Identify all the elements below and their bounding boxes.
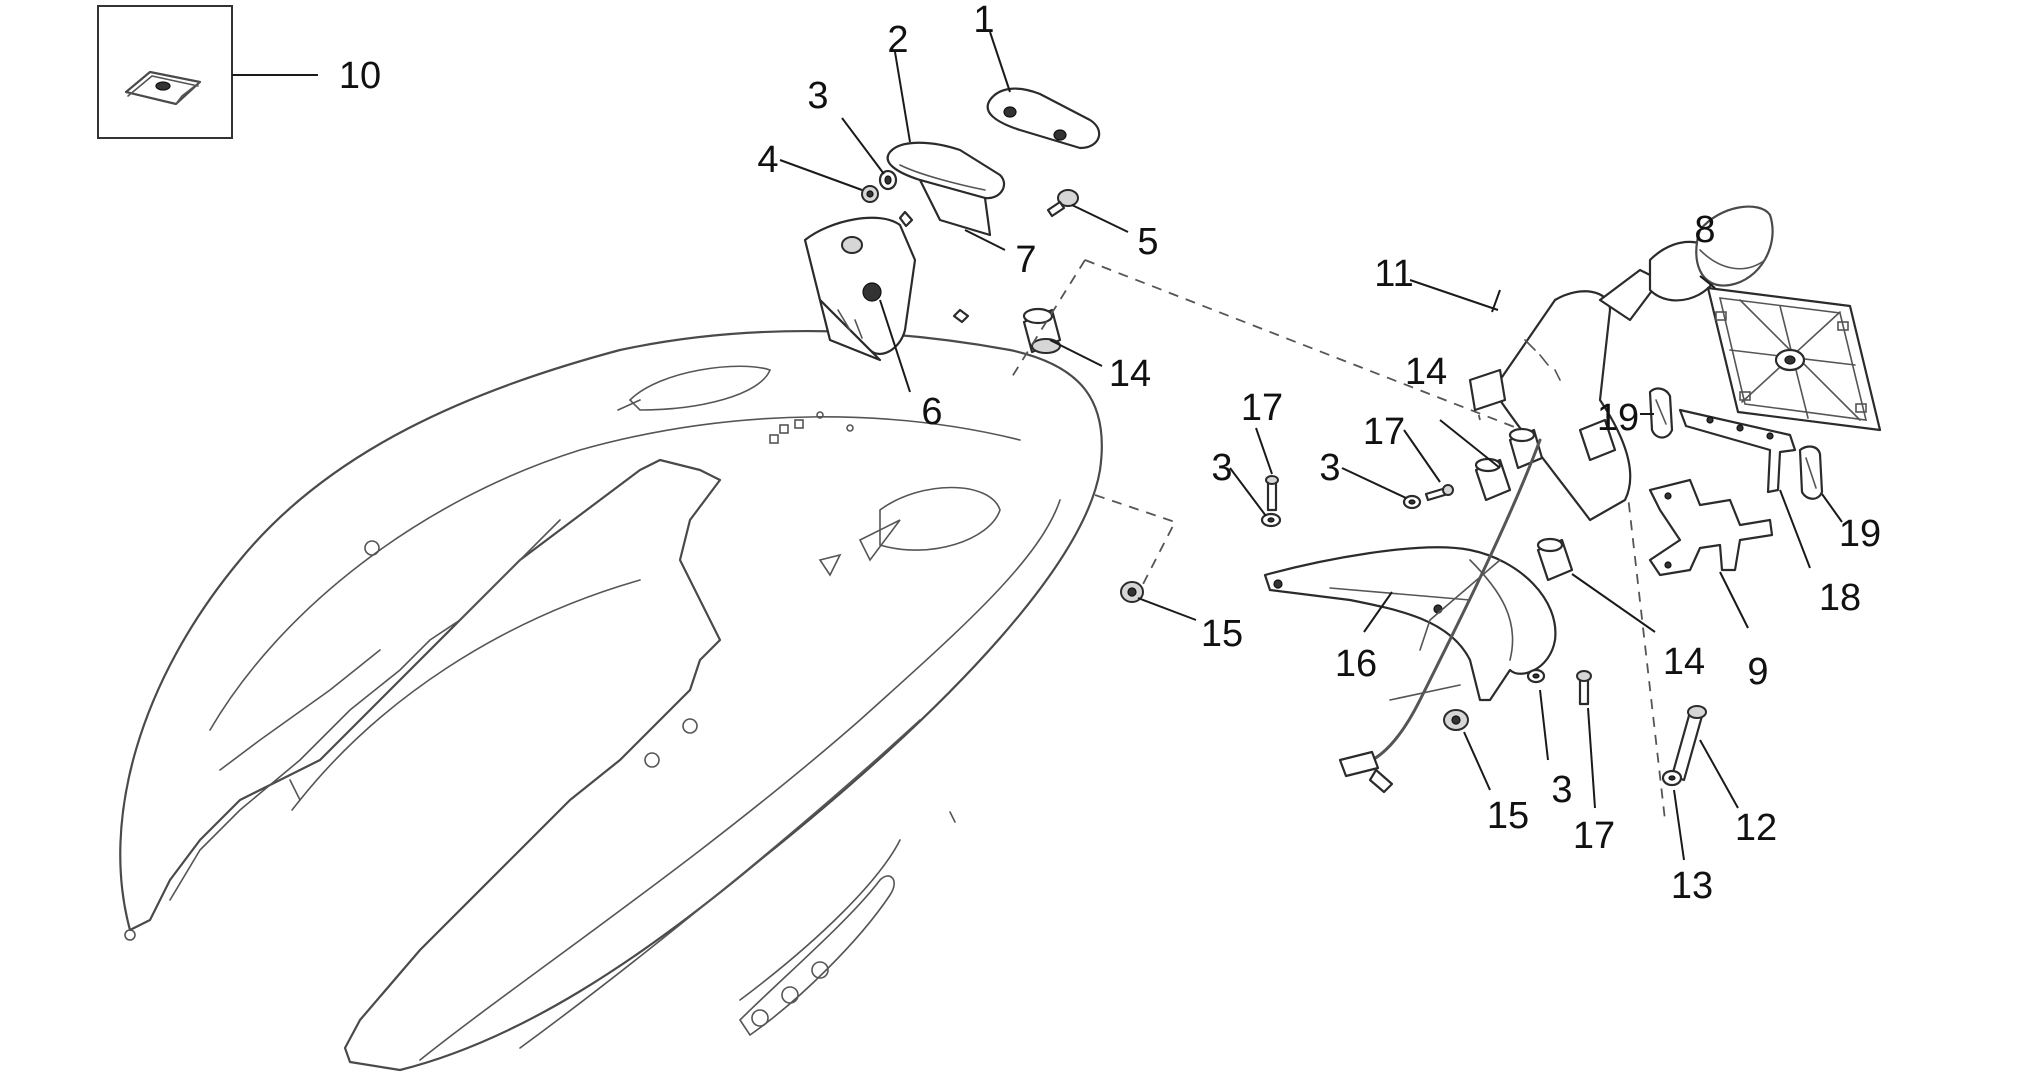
callout-3-left: 3 — [1211, 447, 1232, 489]
callout-14-top: 14 — [1109, 353, 1151, 395]
callout-2: 2 — [887, 19, 908, 61]
part-6-7-bracket — [803, 210, 970, 362]
part-17-screws-lower — [1265, 475, 1592, 706]
callout-17-right: 17 — [1573, 815, 1615, 857]
callout-10: 10 — [339, 55, 381, 97]
leader-lines — [779, 31, 1843, 861]
part-12-bolt — [1670, 705, 1707, 782]
callout-5: 5 — [1137, 221, 1158, 263]
part-3-washers-lower — [1260, 494, 1546, 684]
callout-14-right: 14 — [1663, 641, 1705, 683]
part-16-subframe — [1263, 546, 1557, 702]
callout-16: 16 — [1335, 643, 1377, 685]
callout-3-right: 3 — [1551, 769, 1572, 811]
part-14-spacers-right — [1474, 427, 1574, 582]
part-15-nut-left — [1120, 581, 1144, 603]
rear-body-fairing — [119, 329, 1103, 1072]
callout-1: 1 — [973, 0, 994, 41]
part-5-screw — [1046, 189, 1079, 218]
callout-17-mid: 17 — [1363, 411, 1405, 453]
callout-15-left: 15 — [1201, 613, 1243, 655]
part-9-mounting-plate — [1648, 478, 1774, 577]
callout-12: 12 — [1735, 807, 1777, 849]
callout-9: 9 — [1747, 651, 1768, 693]
part-8-license-plate-holder — [1706, 286, 1882, 432]
part-4-nut — [861, 185, 879, 203]
callout-6: 6 — [921, 391, 942, 433]
wiring-cable — [1338, 438, 1542, 794]
callout-3-mid: 3 — [1319, 447, 1340, 489]
callout-18: 18 — [1819, 577, 1861, 619]
callout-labels: 1 2 3 4 5 6 7 8 9 10 11 12 13 14 14 14 1… — [339, 0, 1881, 907]
callout-8: 8 — [1694, 209, 1715, 251]
callout-13: 13 — [1671, 865, 1713, 907]
part-13-washer — [1661, 769, 1683, 787]
inset-box-part-10 — [97, 5, 318, 139]
callout-14-mid: 14 — [1405, 351, 1447, 393]
callout-19-left: 19 — [1597, 397, 1639, 439]
part-14-spacer-top — [1022, 307, 1062, 354]
part-19-reflector-left — [1648, 387, 1674, 439]
callout-19-right: 19 — [1839, 513, 1881, 555]
callout-15-right: 15 — [1487, 795, 1529, 837]
callout-7: 7 — [1015, 239, 1036, 281]
callout-4: 4 — [757, 139, 778, 181]
part-11-bracket-arm — [1468, 205, 1774, 522]
part-15-nut-right — [1443, 709, 1469, 731]
callout-11: 11 — [1374, 253, 1413, 295]
part-18-bracket-strip — [1678, 408, 1797, 494]
callout-17-left: 17 — [1241, 387, 1283, 429]
part-1-reflector — [986, 87, 1101, 150]
part-3-washer-top — [878, 169, 898, 191]
callout-3-top: 3 — [807, 75, 828, 117]
part-2-housing — [886, 141, 1006, 237]
part-19-reflector-right — [1798, 445, 1824, 500]
